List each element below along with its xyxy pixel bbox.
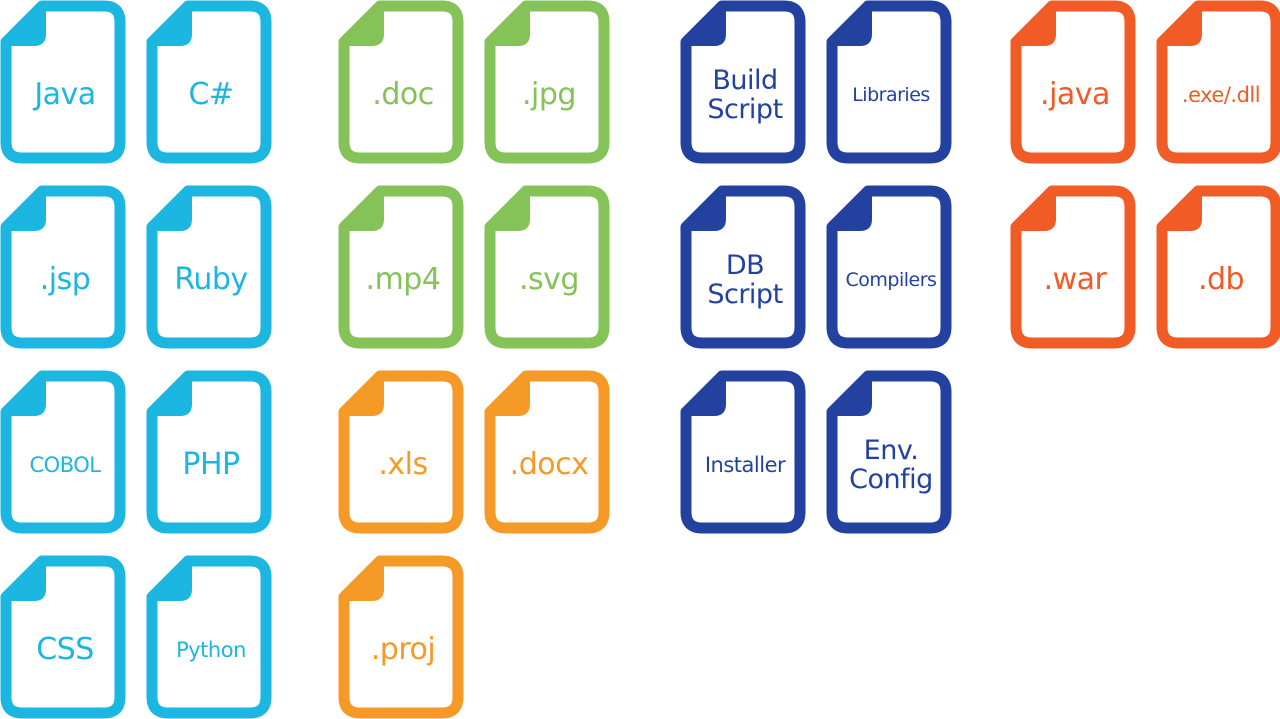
file-type-label: COBOL [29,452,101,477]
file-tile-mp4: .mp4 [338,185,464,349]
file-tile-php: PHP [146,370,272,534]
file-type-label: DB Script [707,249,783,310]
file-type-label: .docx [509,446,589,482]
file-icon [680,185,806,349]
file-tile-build-script: Build Script [680,0,806,164]
file-icon [1156,185,1280,349]
file-type-label: .svg [519,261,579,297]
file-icon [1010,0,1136,164]
file-icon [338,185,464,349]
file-icon [338,370,464,534]
file-tile-java: Java [0,0,126,164]
file-tile-doc: .doc [338,0,464,164]
file-icon [0,555,126,719]
file-icon [338,555,464,719]
file-type-label: .db [1197,261,1245,297]
file-type-label: .doc [372,76,434,112]
file-icon [146,185,272,349]
file-tile-jsp: .jsp [0,185,126,349]
file-icon [146,0,272,164]
file-type-label: Build Script [707,64,783,125]
file-tile-docx: .docx [484,370,610,534]
file-type-label: Installer [704,452,786,477]
file-icon [826,0,952,164]
file-tile-svg: .svg [484,185,610,349]
file-icon [1010,185,1136,349]
file-type-label: .java [1040,76,1110,112]
file-icon [338,0,464,164]
file-tile-env-config: Env. Config [826,370,952,534]
file-tile-installer: Installer [680,370,806,534]
file-type-label: .xls [378,446,428,482]
file-tile-css: CSS [0,555,126,719]
file-icon [1156,0,1280,164]
file-tile-db-script: DB Script [680,185,806,349]
file-icon [146,555,272,719]
file-tile-python: Python [146,555,272,719]
file-type-label: .jsp [39,261,91,297]
file-type-label: .mp4 [365,261,441,297]
file-icon [484,0,610,164]
file-tile-java-source: .java [1010,0,1136,164]
file-icon [826,370,952,534]
file-tile-jpg: .jpg [484,0,610,164]
file-type-label: Java [34,76,96,112]
file-tile-compilers: Compilers [826,185,952,349]
file-type-label: Ruby [174,261,248,297]
file-icon [484,370,610,534]
file-icon [146,370,272,534]
file-icon [0,0,126,164]
file-type-label: .exe/.dll [1181,82,1261,107]
file-icon [680,370,806,534]
file-type-label: Python [176,637,246,662]
file-tile-proj: .proj [338,555,464,719]
file-type-label: .jpg [522,76,576,112]
file-icon [484,185,610,349]
file-type-label: Libraries [852,83,930,106]
file-tile-db: .db [1156,185,1280,349]
file-icon [0,370,126,534]
file-icon [826,185,952,349]
file-tile-xls: .xls [338,370,464,534]
file-type-label: PHP [182,446,240,482]
file-type-label: Compilers [845,268,937,291]
file-tile-exe-dll: .exe/.dll [1156,0,1280,164]
file-type-label: C# [188,76,234,112]
file-icon [0,185,126,349]
file-tile-csharp: C# [146,0,272,164]
file-tile-libraries: Libraries [826,0,952,164]
file-type-label: .proj [370,631,436,667]
file-tile-cobol: COBOL [0,370,126,534]
file-tile-war: .war [1010,185,1136,349]
file-tile-ruby: Ruby [146,185,272,349]
file-type-label: .war [1043,261,1107,297]
file-type-label: Env. Config [849,434,933,495]
file-icon [680,0,806,164]
file-type-label: CSS [36,631,94,667]
